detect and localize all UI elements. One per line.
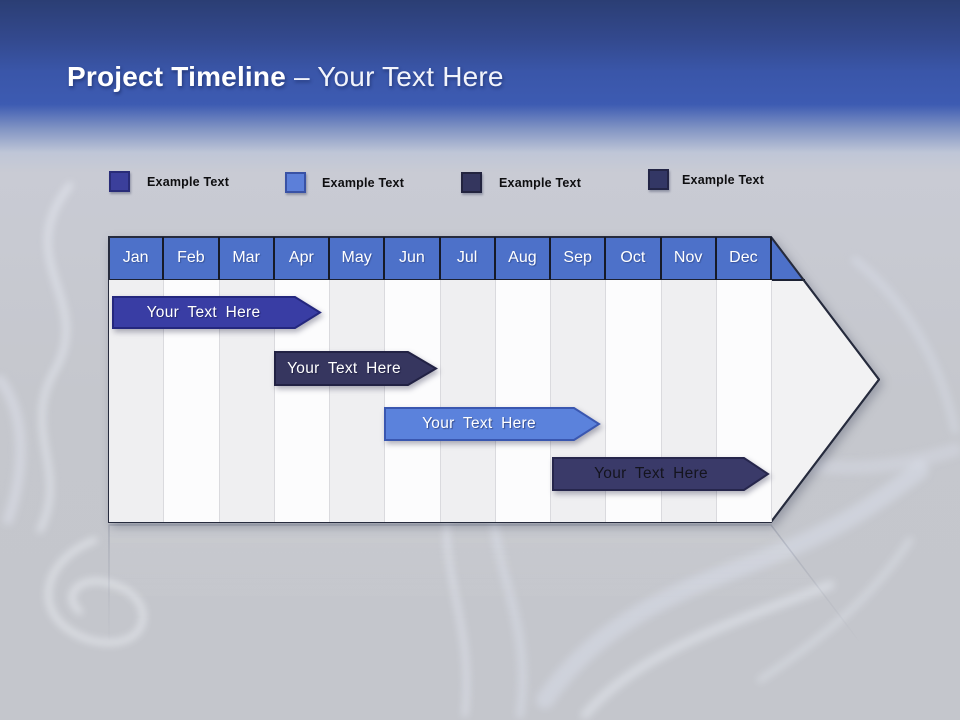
legend-label-2: Example Text [322,175,405,190]
month-cell-sep[interactable]: Sep [551,237,607,280]
legend-swatch-3 [461,172,482,193]
task-bar-3[interactable]: Your Text Here [384,407,601,441]
task-bar-2-label[interactable]: Your Text Here [287,360,401,377]
grid-column-aug [495,280,551,522]
legend-item-3[interactable]: Example Text [461,172,581,193]
task-bar-1-shape [112,296,322,329]
grid-column-may [330,280,386,522]
task-bar-4-shape [552,457,770,491]
month-cell-jul[interactable]: Jul [441,237,496,280]
slide-title-sub: – Your Text Here [293,61,504,92]
task-bar-3-shape [384,407,601,441]
grid-column-jun [385,280,441,522]
task-bar-1-label[interactable]: Your Text Here [146,304,261,321]
month-cell-may[interactable]: May [330,237,386,280]
month-cell-dec[interactable]: Dec [717,237,772,280]
month-cell-apr[interactable]: Apr [275,237,330,280]
task-bar-2-shape [274,351,438,386]
legend-item-1[interactable]: Example Text [109,171,229,192]
grid-column-jul [440,280,496,522]
legend-label-4: Example Text [682,172,765,187]
month-cell-feb[interactable]: Feb [164,237,220,280]
legend-swatch-1 [109,171,130,192]
task-bar-4-label[interactable]: Your Text Here [594,465,708,482]
task-bar-3-label[interactable]: Your Text Here [422,415,536,432]
month-cell-jun[interactable]: Jun [385,237,441,280]
timeline-header-band [109,237,804,280]
legend-item-4[interactable]: Example Text [648,169,764,190]
month-cell-mar[interactable]: Mar [220,237,275,280]
month-cell-nov[interactable]: Nov [662,237,717,280]
month-cell-jan[interactable]: Jan [109,237,165,280]
timeline-reflection [108,524,880,720]
slide-title[interactable]: Project Timeline – Your Text Here [67,60,504,94]
month-cell-oct[interactable]: Oct [606,237,662,280]
legend-swatch-2 [285,172,306,193]
legend-swatch-4 [648,169,669,190]
legend-label-3: Example Text [499,175,582,190]
task-bar-4[interactable]: Your Text Here [552,457,770,491]
legend-label-1: Example Text [147,174,230,189]
slide-title-main: Project Timeline [67,61,286,92]
month-cell-aug[interactable]: Aug [496,237,551,280]
task-bar-1[interactable]: Your Text Here [112,296,322,329]
legend-item-2[interactable]: Example Text [285,172,404,193]
task-bar-2[interactable]: Your Text Here [274,351,438,386]
timeline-arrow[interactable]: Jan Feb Mar Apr May Jun Jul Aug Sep Oct … [108,236,880,523]
